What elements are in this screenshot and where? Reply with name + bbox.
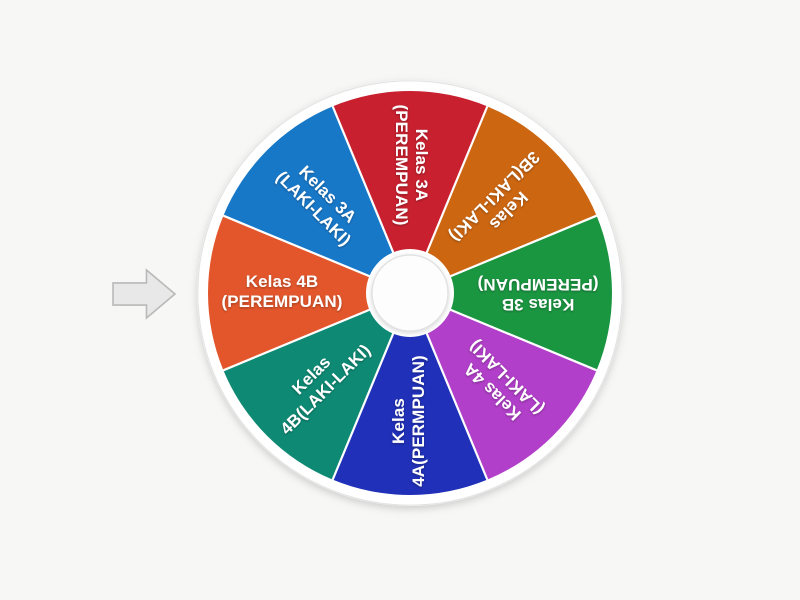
wheel-label-kelas-4b-perempuan: Kelas 4B(PEREMPUAN) bbox=[221, 272, 342, 311]
wheel-segment-kelas-3b-laki-laki[interactable] bbox=[423, 106, 597, 280]
wheel-label-line: Kelas bbox=[389, 398, 408, 444]
wheel-label-line: Kelas 3A bbox=[412, 129, 431, 202]
wheel-separator bbox=[222, 304, 380, 372]
wheel-label-line: Kelas 3B bbox=[502, 295, 575, 314]
wheel-separator bbox=[440, 304, 598, 372]
wheel-rim-outline bbox=[197, 80, 623, 506]
wheel-segment-kelas-3b-perempuan[interactable] bbox=[443, 215, 612, 371]
svg-text:Kelas 3B(PEREMPUAN): Kelas 3B(PEREMPUAN) bbox=[477, 275, 598, 314]
wheel-segment-kelas-3a-laki-laki[interactable] bbox=[223, 106, 397, 280]
wheel-separator bbox=[421, 323, 489, 481]
svg-text:Kelas 3A(PEREMPUAN): Kelas 3A(PEREMPUAN) bbox=[392, 104, 431, 225]
wheel-segment-kelas-4b-perempuan[interactable] bbox=[208, 215, 377, 371]
svg-text:Kelas4A(PERMPUAN): Kelas4A(PERMPUAN) bbox=[389, 355, 428, 487]
wheel-separators bbox=[222, 105, 598, 481]
wheel-label-line: (PEREMPUAN) bbox=[221, 292, 342, 311]
wheel-segment-kelas-4a-permpuan[interactable] bbox=[332, 326, 488, 495]
wheel-hub[interactable] bbox=[371, 254, 449, 332]
wheel-segments[interactable] bbox=[208, 91, 612, 495]
wheel-separator bbox=[331, 323, 399, 481]
svg-text:Kelas 4B(PEREMPUAN): Kelas 4B(PEREMPUAN) bbox=[221, 272, 342, 311]
wheel-label-line: (PEREMPUAN) bbox=[392, 104, 411, 225]
wheel-segment-kelas-3a-perempuan[interactable] bbox=[332, 91, 488, 260]
wheel-label-line: Kelas 4B bbox=[246, 272, 319, 291]
wheel-segment-kelas-4b-laki-laki[interactable] bbox=[223, 306, 397, 480]
wheel-separator bbox=[440, 214, 598, 282]
wheel-label-kelas-3b-perempuan: Kelas 3B(PEREMPUAN) bbox=[477, 275, 598, 314]
wheel-label-kelas-3a-perempuan: Kelas 3A(PEREMPUAN) bbox=[392, 104, 431, 225]
spin-pointer-icon[interactable] bbox=[112, 268, 177, 320]
wheel-separator bbox=[222, 214, 380, 282]
wheel-label-kelas-4a-permpuan: Kelas4A(PERMPUAN) bbox=[389, 355, 428, 487]
wheel-separator bbox=[421, 105, 489, 263]
wheel-separator bbox=[331, 105, 399, 263]
wheel-segment-kelas-4a-laki-laki[interactable] bbox=[423, 306, 597, 480]
wheel-label-line: (PEREMPUAN) bbox=[477, 275, 598, 294]
spin-pointer-arrow[interactable] bbox=[112, 268, 177, 320]
wheel-label-line: 4A(PERMPUAN) bbox=[409, 355, 428, 487]
